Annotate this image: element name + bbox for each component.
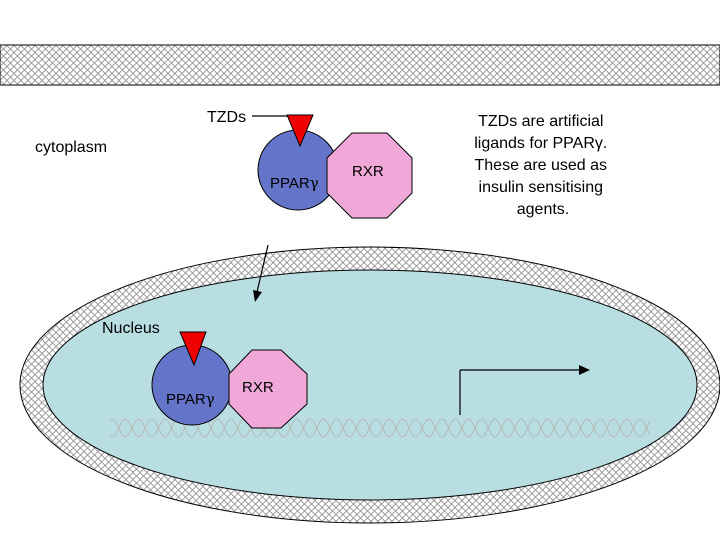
ppar-gamma-label-top: PPARγ [270, 174, 319, 192]
ppar-gamma-label-bottom: PPARγ [166, 390, 215, 408]
transcription-start-arrow [459, 365, 590, 415]
note-line: These are used as [475, 157, 608, 174]
cytoplasm-label: cytoplasm [35, 139, 107, 156]
nucleoplasm [42, 269, 698, 501]
note-line: ligands for PPARγ. [474, 135, 607, 152]
rxr-label-bottom: RXR [242, 379, 274, 396]
tzds-label: TZDs [207, 109, 246, 126]
note-line: insulin sensitising [479, 179, 604, 196]
cell-membrane [0, 44, 720, 86]
rxr-receptor-bottom [228, 349, 308, 429]
explanatory-note: TZDs are artificial ligands for PPARγ. T… [474, 113, 612, 218]
rxr-label-top: RXR [352, 163, 384, 180]
note-line: TZDs are artificial [478, 113, 603, 130]
nucleus-label: Nucleus [102, 320, 160, 337]
rxr-receptor-top [326, 132, 413, 219]
tzd-ligand-bottom [179, 331, 207, 367]
note-line: agents. [517, 201, 569, 218]
translocation-arrow [253, 244, 269, 302]
tzd-ligand-top [286, 114, 314, 148]
